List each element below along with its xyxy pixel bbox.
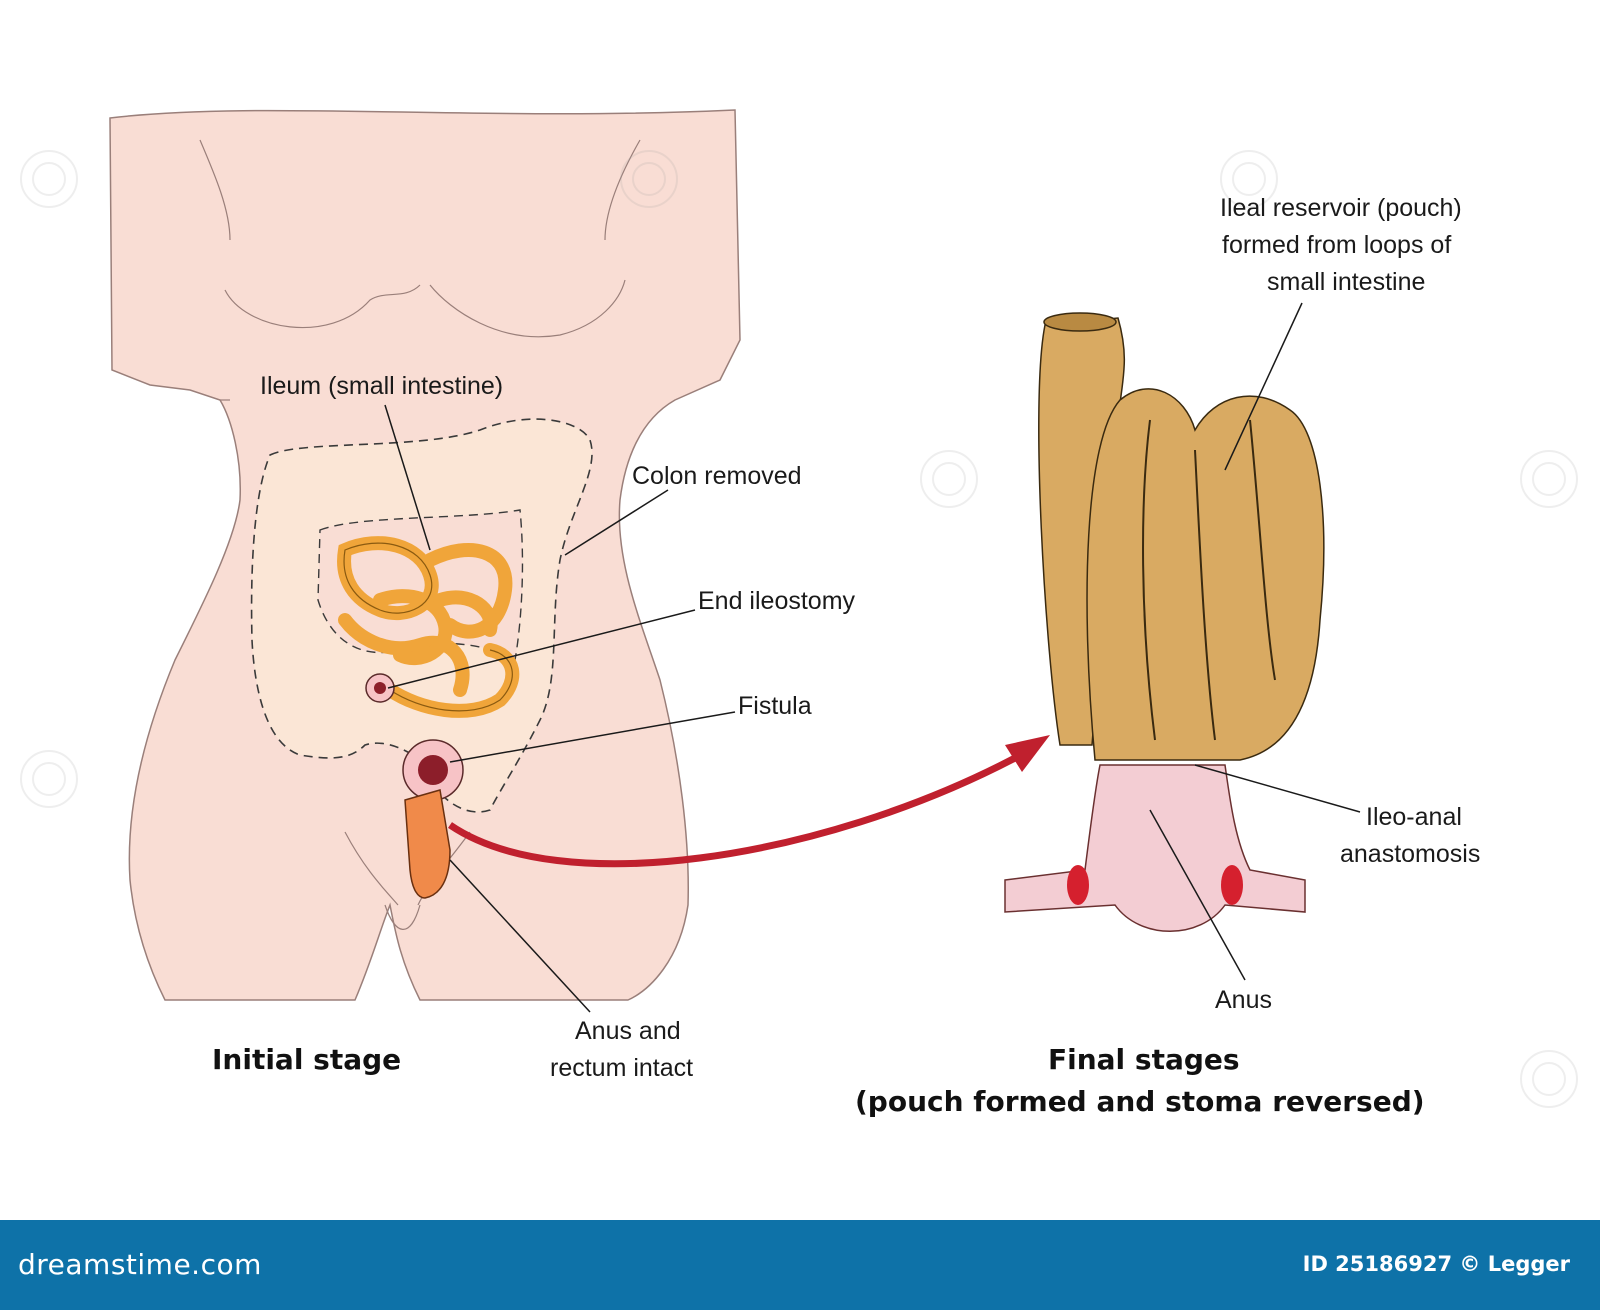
leader-lines — [384, 302, 1361, 1013]
caption-final-stages-line2: (pouch formed and stoma reversed) — [855, 1085, 1425, 1118]
caption-final-stages-line1: Final stages — [1048, 1043, 1240, 1076]
fistula — [402, 739, 464, 801]
footer-logo[interactable]: dreamstime.com — [18, 1248, 262, 1281]
watermark-swirl — [620, 150, 678, 208]
label-ileo-anal-line2: anastomosis — [1340, 840, 1481, 868]
small-intestine-outline — [343, 542, 513, 712]
watermark-swirl — [1520, 1050, 1578, 1108]
watermark-swirl — [920, 450, 978, 508]
watermark-swirl — [1520, 450, 1578, 508]
rectum — [404, 789, 451, 899]
watermark-swirl — [1220, 150, 1278, 208]
watermark-swirl — [20, 750, 78, 808]
label-ileo-anal-line1: Ileo-anal — [1366, 803, 1462, 831]
footer-image-id: ID 25186927 © Legger — [1302, 1252, 1570, 1276]
label-ileal-reservoir-line1: Ileal reservoir (pouch) — [1220, 194, 1462, 222]
anal-canal — [1004, 764, 1306, 932]
label-anus-rectum-line1: Anus and — [575, 1017, 681, 1045]
caption-initial-stage: Initial stage — [212, 1043, 402, 1076]
stage-arrow — [448, 735, 1050, 868]
label-ileal-reservoir-line2: formed from loops of — [1222, 231, 1452, 259]
label-colon-removed: Colon removed — [632, 462, 802, 490]
label-ileal-reservoir-line3: small intestine — [1267, 268, 1426, 296]
label-anus-rectum-line2: rectum intact — [550, 1054, 694, 1082]
ileal-pouch — [1038, 312, 1325, 761]
label-fistula: Fistula — [738, 692, 812, 720]
watermark-swirl — [20, 150, 78, 208]
label-end-ileostomy: End ileostomy — [698, 587, 856, 615]
label-ileum: Ileum (small intestine) — [260, 372, 504, 400]
label-anus: Anus — [1215, 986, 1272, 1014]
footer-bar: dreamstime.com ID 25186927 © Legger — [0, 1220, 1600, 1310]
ileostomy-stoma — [365, 673, 395, 703]
